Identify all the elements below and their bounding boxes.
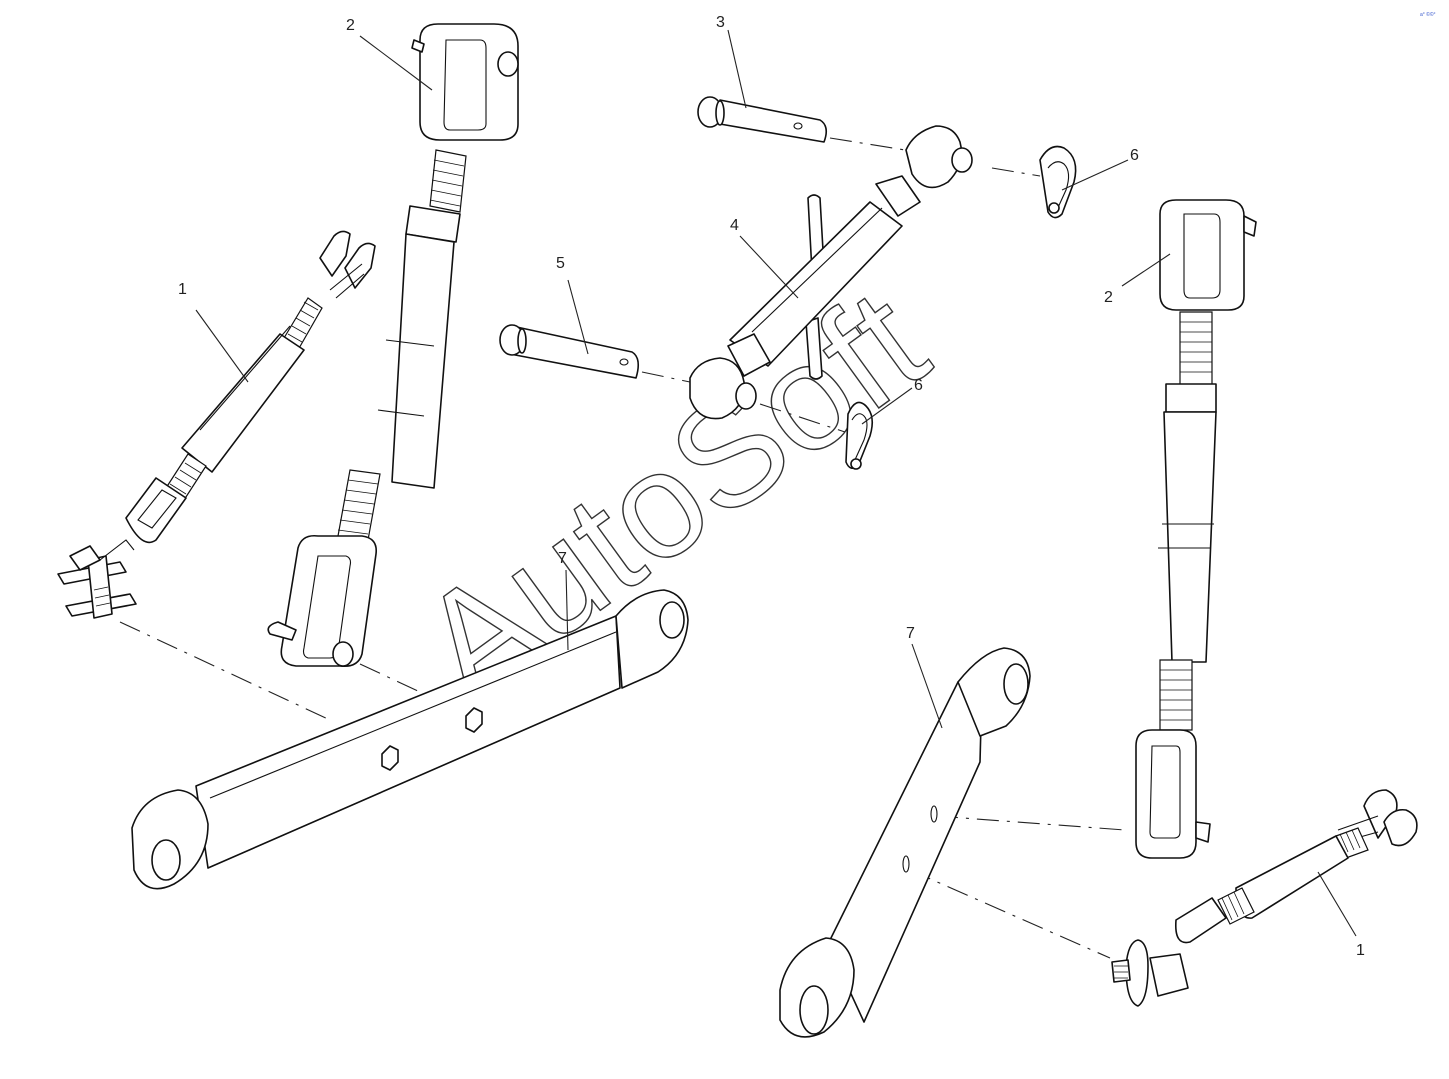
- part-7-right-lower-link: [779, 647, 1031, 1038]
- callout-6-upper: 6: [1130, 147, 1139, 164]
- leader-lines: [195, 29, 1357, 937]
- part-1-left-turnbuckle: [57, 230, 376, 619]
- part-4-top-link: [689, 125, 973, 420]
- callout-4: 4: [730, 217, 739, 234]
- assembly-lines: [119, 137, 1126, 959]
- part-1-right-turnbuckle: [1111, 789, 1418, 1007]
- callout-2-left: 2: [346, 17, 355, 34]
- part-7-left-lower-link: [131, 589, 689, 890]
- part-5-pin: [499, 324, 640, 379]
- part-2-left-lift-rod: [267, 23, 519, 668]
- callout-1-right: 1: [1356, 942, 1365, 959]
- part-3-pin: [697, 96, 828, 143]
- callout-7-left: 7: [558, 550, 567, 567]
- part-6-linch-pin-upper: [1039, 145, 1077, 219]
- part-6-linch-pin-lower: [845, 401, 874, 470]
- callout-numbers: 2 3 6 4 5 1 2 6 7 7 1: [178, 14, 1365, 959]
- part-2-right-lift-rod: [1135, 199, 1257, 859]
- callout-2-right: 2: [1104, 289, 1113, 306]
- callout-3: 3: [716, 14, 725, 31]
- callout-1-left: 1: [178, 281, 187, 298]
- corner-mark: a° ©©°: [1420, 11, 1436, 18]
- callout-5: 5: [556, 255, 565, 272]
- callout-7-right: 7: [906, 625, 915, 642]
- callout-6-lower: 6: [914, 377, 923, 394]
